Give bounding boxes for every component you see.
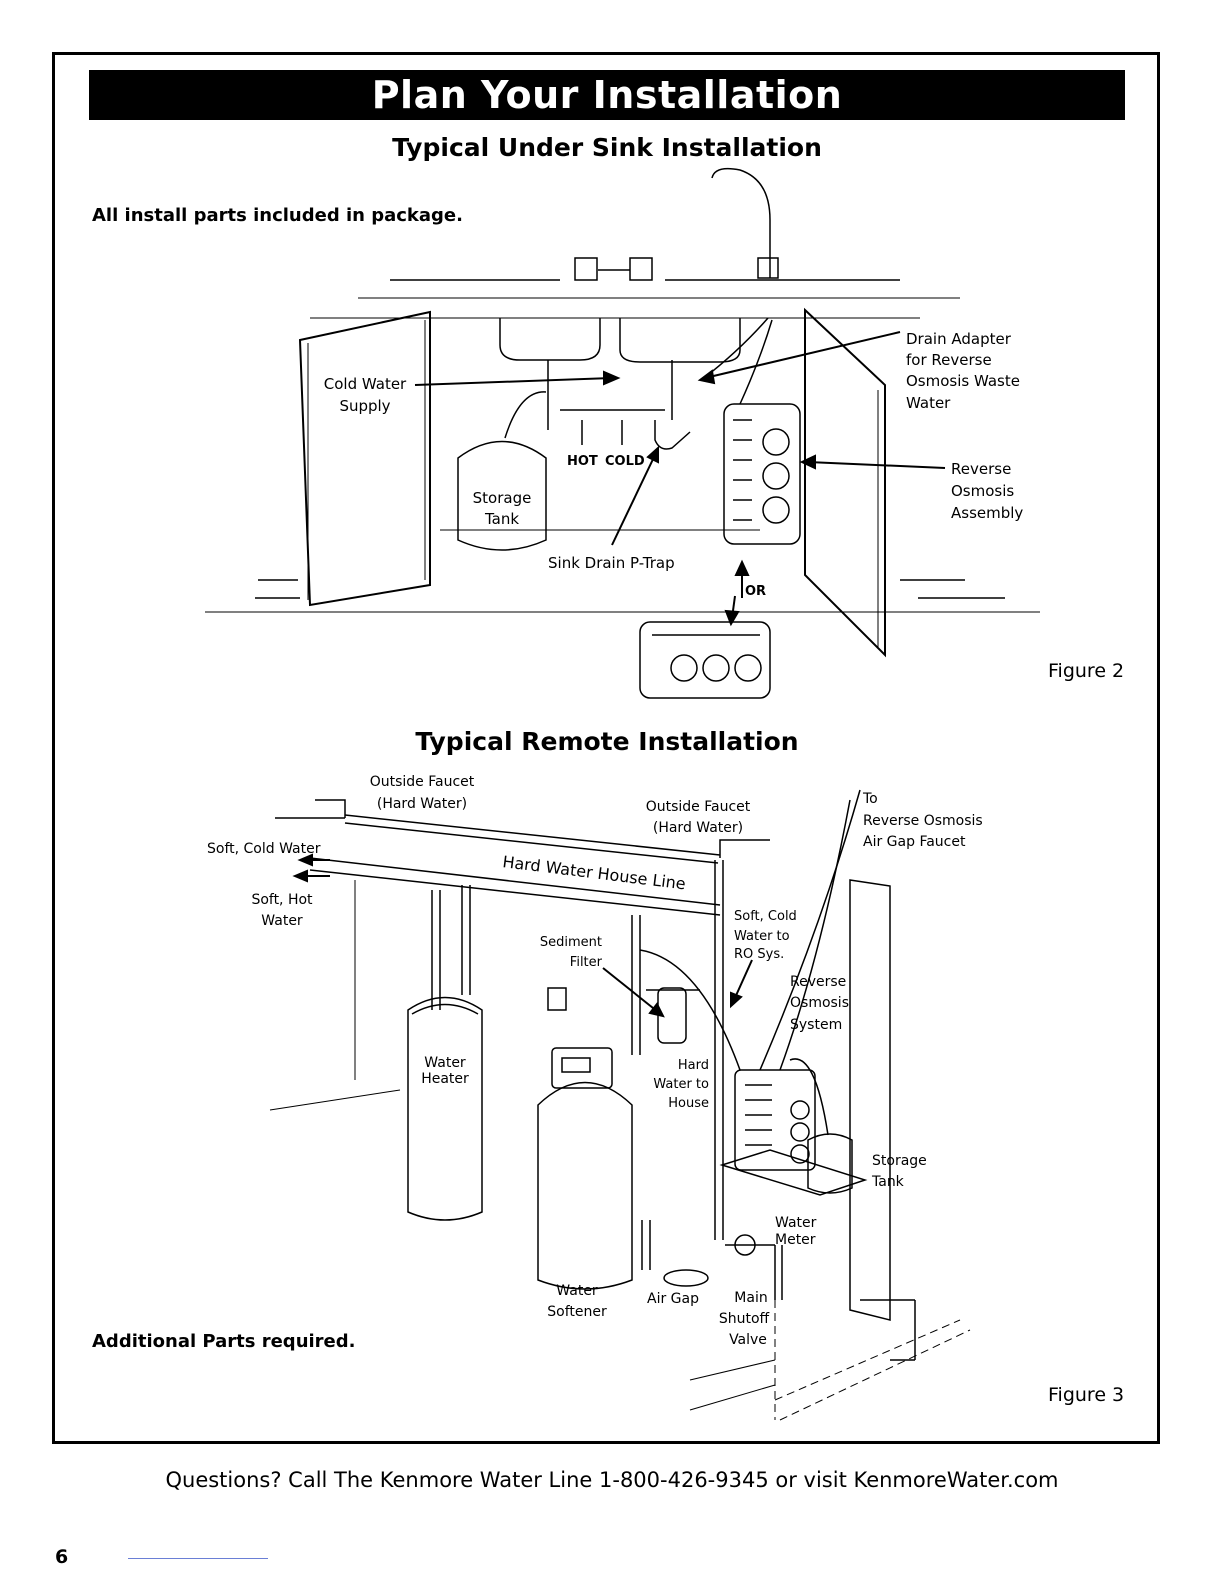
label-water-heater-1: Water	[424, 1055, 466, 1071]
label-cold-water-supply-2: Supply	[339, 397, 390, 415]
figure2-caption: Figure 2	[1048, 660, 1125, 682]
label-outside-faucet-a-1: Outside Faucet	[370, 774, 475, 790]
label-hard-water-house-line: Hard Water House Line	[502, 852, 687, 893]
label-drain-adapter-3: Osmosis Waste	[906, 372, 1020, 390]
figure2-note: All install parts included in package.	[92, 205, 463, 226]
label-ro-assembly-3: Assembly	[951, 504, 1023, 522]
label-hot: HOT	[567, 454, 598, 469]
figure3-heading: Typical Remote Installation	[415, 727, 799, 756]
label-storage-tank-1: Storage	[473, 489, 532, 507]
label-air-gap: Air Gap	[647, 1291, 699, 1307]
label-drain-adapter-4: Water	[906, 394, 951, 412]
page-title: Plan Your Installation	[89, 70, 1125, 120]
page-number: 6	[55, 1546, 69, 1568]
label-water-meter-2: Meter	[775, 1232, 816, 1248]
label-drain-adapter-1: Drain Adapter	[906, 330, 1012, 348]
label-sediment-filter-1: Sediment	[540, 935, 602, 950]
label-outside-faucet-b-2: (Hard Water)	[653, 820, 743, 836]
label-sink-drain-ptrap: Sink Drain P-Trap	[548, 554, 675, 572]
label-ro-system-1: Reverse	[790, 974, 846, 990]
label-hard-house-3: House	[668, 1096, 709, 1111]
label-soft-cold-ro-3: RO Sys.	[734, 947, 784, 962]
label-sediment-filter-2: Filter	[570, 955, 603, 970]
label-outside-faucet-a-2: (Hard Water)	[377, 796, 467, 812]
figure3-note: Additional Parts required.	[92, 1331, 356, 1352]
label-water-softener-1: Water	[556, 1283, 598, 1299]
label-cold-water-supply-1: Cold Water	[324, 375, 407, 393]
label-ro-assembly-2: Osmosis	[951, 482, 1014, 500]
label-water-softener-2: Softener	[547, 1304, 607, 1320]
label-to-ro-2: Reverse Osmosis	[863, 813, 983, 829]
label-soft-cold-ro-1: Soft, Cold	[734, 909, 797, 924]
label-storage-tank-1: Storage	[872, 1153, 927, 1169]
label-ro-system-3: System	[790, 1017, 842, 1033]
label-main-shutoff-1: Main	[734, 1290, 767, 1306]
footer-contact: Questions? Call The Kenmore Water Line 1…	[165, 1468, 1059, 1492]
label-storage-tank-2: Tank	[484, 510, 519, 528]
page-frame	[52, 52, 1160, 1444]
label-drain-adapter-2: for Reverse	[906, 351, 992, 369]
label-ro-assembly-1: Reverse	[951, 460, 1011, 478]
label-cold: COLD	[605, 454, 645, 469]
label-water-heater-2: Heater	[421, 1071, 469, 1087]
label-hard-house-2: Water to	[653, 1077, 709, 1092]
label-to-ro-3: Air Gap Faucet	[863, 834, 966, 850]
label-water-meter-1: Water	[775, 1215, 817, 1231]
footer-rule	[128, 1558, 268, 1559]
label-soft-cold-water: Soft, Cold Water	[207, 841, 321, 857]
figure3-caption: Figure 3	[1048, 1384, 1125, 1406]
label-outside-faucet-b-1: Outside Faucet	[646, 799, 751, 815]
label-main-shutoff-2: Shutoff	[719, 1311, 770, 1327]
label-soft-cold-ro-2: Water to	[734, 929, 790, 944]
label-soft-hot-1: Soft, Hot	[251, 892, 313, 908]
label-hard-house-1: Hard	[678, 1058, 709, 1073]
label-storage-tank-2: Tank	[871, 1174, 905, 1190]
label-ro-system-2: Osmosis	[790, 995, 849, 1011]
label-or: OR	[745, 584, 766, 599]
figure2-heading: Typical Under Sink Installation	[392, 133, 822, 162]
label-main-shutoff-3: Valve	[729, 1332, 767, 1348]
label-soft-hot-2: Water	[261, 913, 303, 929]
label-to-ro-1: To	[862, 791, 878, 807]
